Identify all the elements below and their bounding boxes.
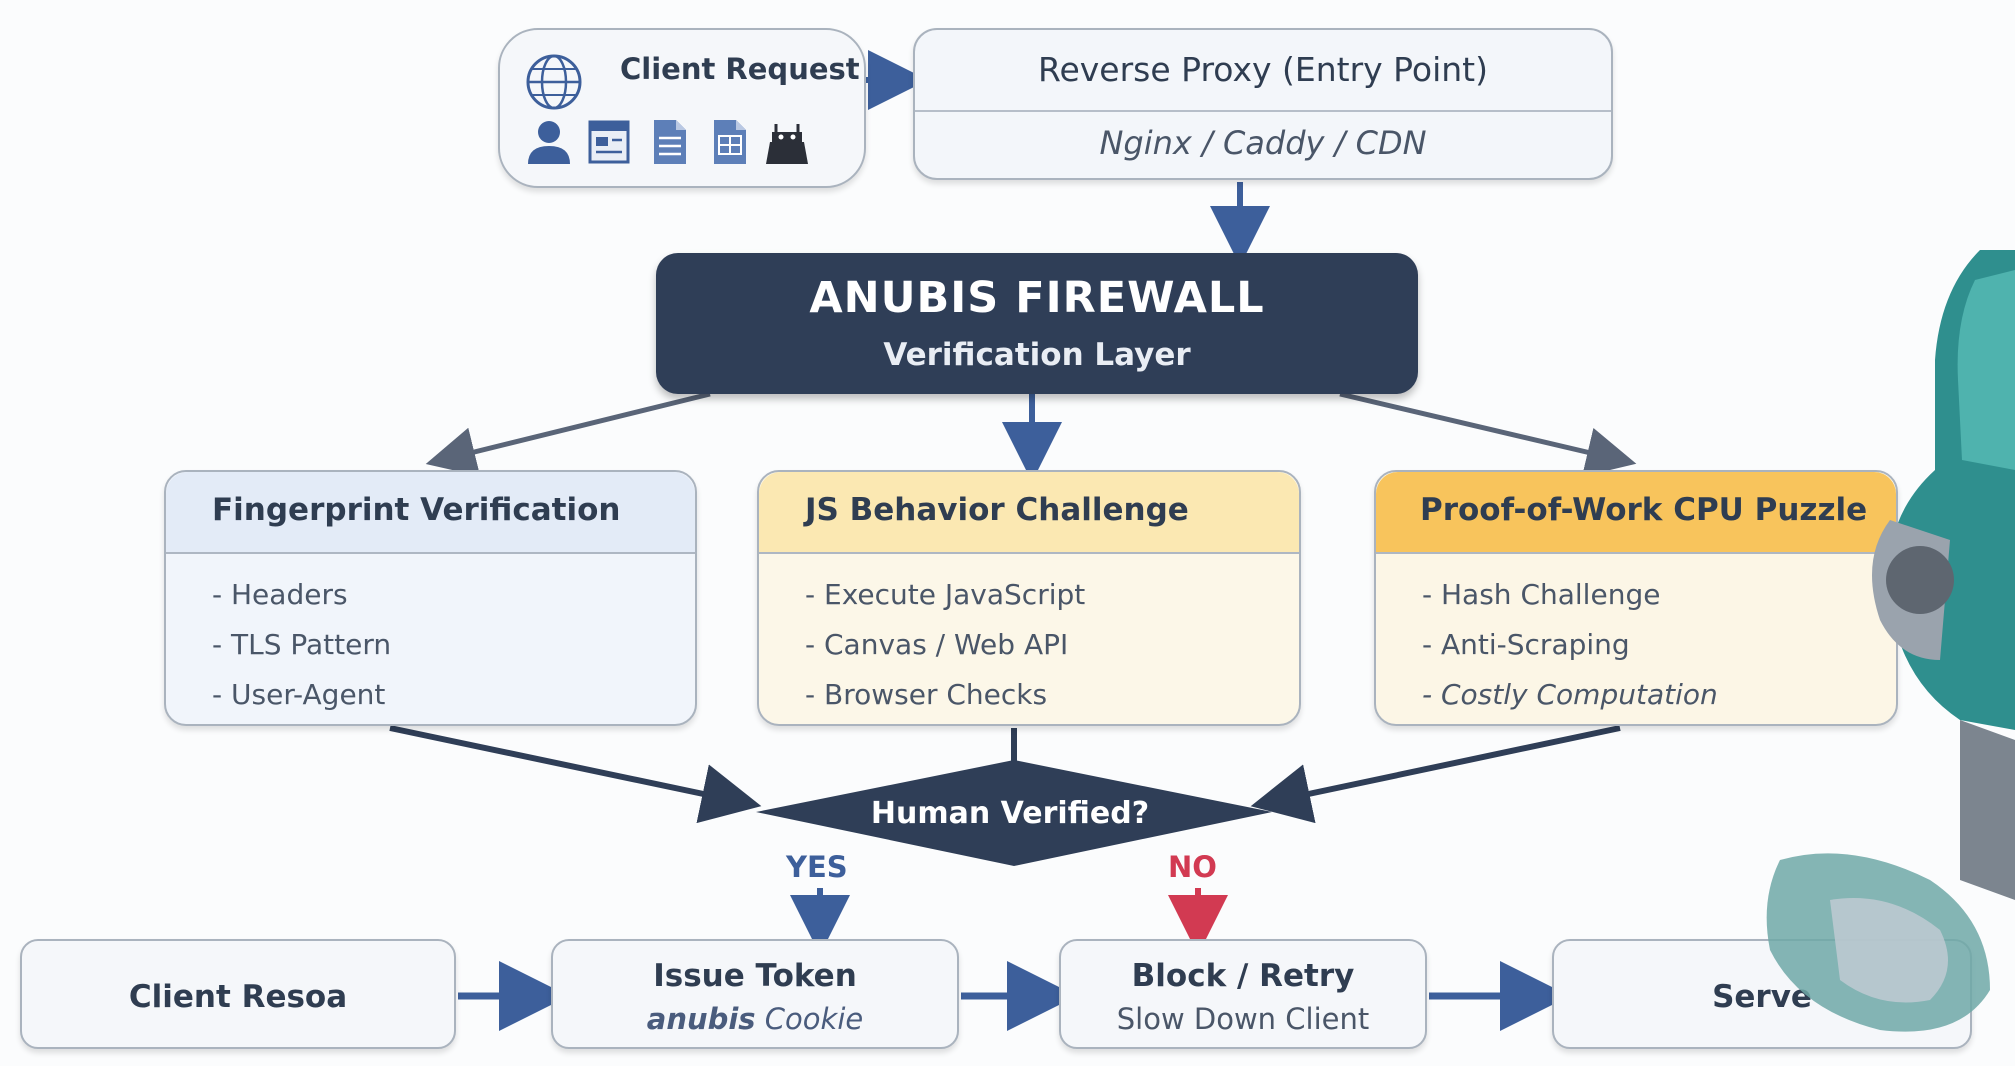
list-item: - Costly Computation — [1422, 678, 1718, 711]
cookie-label: Cookie — [755, 1002, 864, 1036]
list-item: - Browser Checks — [805, 678, 1048, 711]
document-icon — [714, 120, 746, 164]
block-retry-box: Block / Retry Slow Down Client — [1059, 939, 1427, 1049]
fingerprint-verification-panel: Fingerprint Verification - Headers - TLS… — [164, 470, 697, 726]
reverse-proxy-divider — [915, 110, 1611, 112]
server-title: Serve — [1712, 979, 1812, 1015]
panel-items: - Hash Challenge - Anti-Scraping - Costl… — [1422, 570, 1718, 720]
document-icon — [654, 120, 686, 164]
arrow-firewall-to-pow — [1339, 391, 1637, 477]
js-behavior-challenge-panel: JS Behavior Challenge - Execute JavaScri… — [757, 470, 1301, 726]
panel-header: Fingerprint Verification — [166, 472, 695, 554]
no-label: NO — [1168, 850, 1217, 884]
reverse-proxy-title: Reverse Proxy (Entry Point) — [1038, 50, 1488, 89]
cookie-name: anubis — [646, 1002, 756, 1036]
issue-token-box: Issue Token anubis Cookie — [551, 939, 959, 1049]
arrow-firewall-to-fingerprint — [425, 391, 711, 477]
robot-icon — [766, 124, 808, 164]
block-retry-title: Block / Retry — [1131, 958, 1355, 994]
globe-icon — [526, 54, 582, 110]
yes-label: YES — [786, 850, 848, 884]
panel-header: JS Behavior Challenge — [759, 472, 1299, 554]
decision-label: Human Verified? — [870, 796, 1150, 831]
list-item: - Canvas / Web API — [805, 628, 1069, 661]
panel-title: Proof-of-Work CPU Puzzle — [1420, 492, 1868, 528]
user-icon — [528, 121, 570, 164]
reverse-proxy-box: Reverse Proxy (Entry Point) Nginx / Cadd… — [913, 28, 1613, 180]
issue-token-title: Issue Token — [653, 958, 857, 994]
list-item: - User-Agent — [212, 678, 386, 711]
list-item: - Anti-Scraping — [1422, 628, 1630, 661]
arrow-fingerprint-to-decision — [389, 725, 762, 824]
list-item: - TLS Pattern — [212, 628, 392, 661]
issue-token-subtitle: anubis Cookie — [553, 1002, 957, 1036]
firewall-title: ANUBIS FIREWALL — [809, 273, 1265, 323]
firewall-subtitle: Verification Layer — [883, 337, 1191, 373]
list-item: - Headers — [212, 578, 348, 611]
reverse-proxy-subtitle: Nginx / Caddy / CDN — [1099, 124, 1427, 162]
block-retry-subtitle: Slow Down Client — [1116, 1002, 1370, 1036]
panel-title: JS Behavior Challenge — [805, 492, 1189, 528]
decision-diamond — [756, 760, 1272, 866]
anubis-firewall-box: ANUBIS FIREWALL Verification Layer — [656, 253, 1418, 394]
list-item: - Execute JavaScript — [805, 578, 1086, 611]
proof-of-work-panel: Proof-of-Work CPU Puzzle - Hash Challeng… — [1374, 470, 1898, 726]
client-response-title: Client Resoa — [128, 979, 348, 1015]
arrow-pow-to-decision — [1250, 725, 1621, 824]
browser-window-icon — [588, 120, 630, 164]
client-request-box: Client Request — [498, 28, 866, 188]
server-box: Serve — [1552, 939, 1972, 1049]
client-response-box: Client Resoa — [20, 939, 456, 1049]
panel-items: - Headers - TLS Pattern - User-Agent — [212, 570, 391, 720]
panel-header: Proof-of-Work CPU Puzzle — [1376, 472, 1896, 554]
panel-items: - Execute JavaScript - Canvas / Web API … — [805, 570, 1085, 720]
client-request-title: Client Request — [620, 52, 860, 86]
panel-title: Fingerprint Verification — [212, 492, 621, 528]
list-item: - Hash Challenge — [1422, 578, 1661, 611]
